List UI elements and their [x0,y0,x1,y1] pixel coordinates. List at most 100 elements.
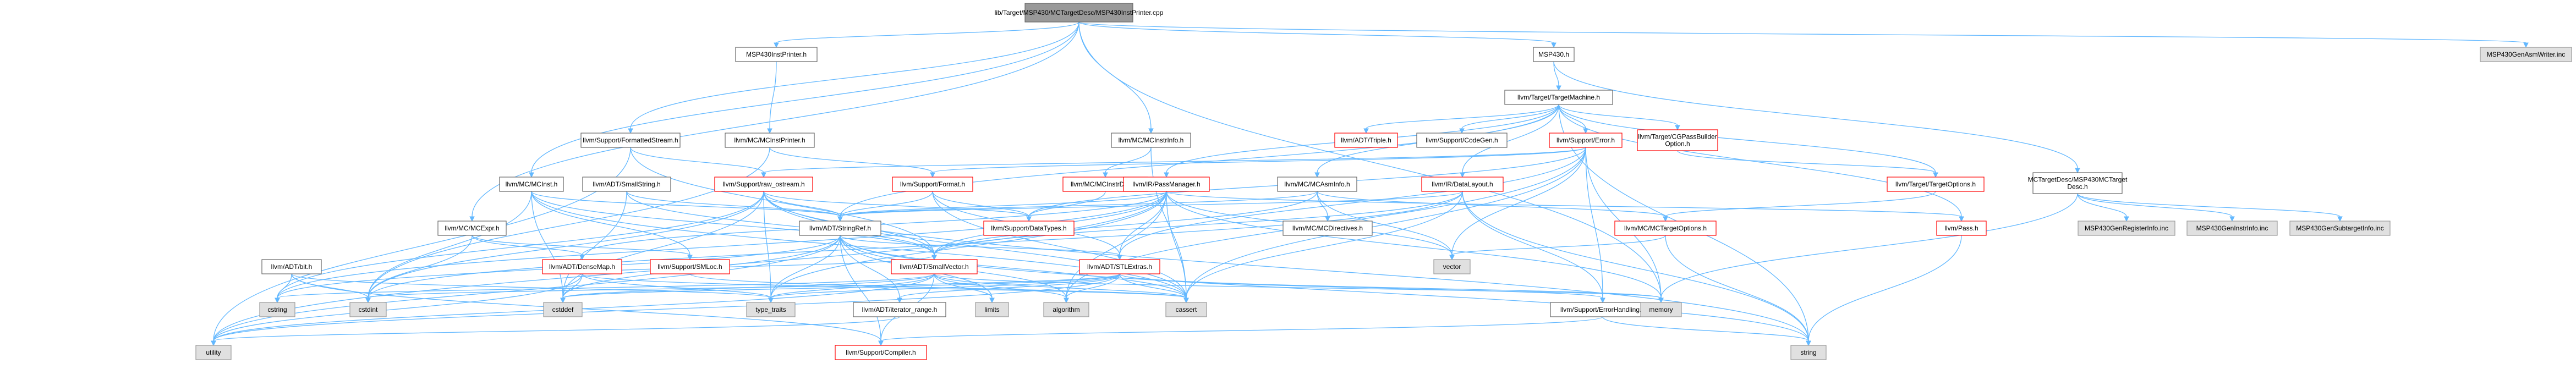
node-mc_mcexpr[interactable]: llvm/MC/MCExpr.h [437,221,507,236]
node-limits[interactable]: limits [975,302,1009,317]
node-label: llvm/MC/MCDirectives.h [1292,224,1363,232]
node-root[interactable]: lib/Target/MSP430/MCTargetDesc/MSP430Ins… [995,3,1164,23]
node-label: string [1800,349,1816,356]
edge-target_machine-to-cgpassbuilder [1558,104,1680,131]
node-raw_ostream[interactable]: llvm/Support/raw_ostream.h [714,177,813,192]
node-label: memory [1649,306,1673,313]
edge-support_format-to-adt_stringref [837,191,933,222]
node-label: Desc.h [2067,183,2087,191]
node-cstdint[interactable]: cstdint [349,302,387,317]
edge-mc_mcexpr-to-support_smloc [472,235,693,261]
node-datatypes[interactable]: llvm/Support/DataTypes.h [983,221,1075,236]
node-compiler[interactable]: llvm/Support/Compiler.h [835,345,927,360]
node-label: llvm/ADT/SmallString.h [593,180,660,188]
node-cassert[interactable]: cassert [1165,302,1207,317]
node-label: llvm/Support/SMLoc.h [657,263,722,271]
node-label: llvm/ADT/DenseMap.h [549,263,615,271]
edge-root-to-msp430_h [1078,21,1556,48]
node-adt_stlextras[interactable]: llvm/ADT/STLExtras.h [1079,259,1160,274]
node-label: MSP430GenAsmWriter.inc [2487,51,2566,58]
node-layer: lib/Target/MSP430/MCTargetDesc/MSP430Ins… [195,3,2572,360]
node-label: lib/Target/MSP430/MCTargetDesc/MSP430Ins… [995,9,1164,16]
node-label: limits [984,306,999,313]
edge-ir_passmanager-to-memory [1166,191,1664,304]
edge-support_error-to-vector [1449,147,1586,261]
node-subtargetinfo_inc[interactable]: MSP430GenSubtargetInfo.inc [2289,221,2391,236]
node-utility[interactable]: utility [195,345,232,360]
node-label: llvm/Target/TargetMachine.h [1517,93,1600,101]
node-mc_mcinst[interactable]: llvm/MC/MCInst.h [499,177,564,192]
node-error_handling[interactable]: llvm/Support/ErrorHandling.h [1550,302,1656,317]
node-mc_targetoptions[interactable]: llvm/MC/MCTargetOptions.h [1614,221,1717,236]
node-pass_h[interactable]: llvm/Pass.h [1936,221,1987,236]
node-label: type_traits [755,306,786,313]
edge-ir_passmanager-to-pass_h [1166,191,1964,222]
edge-adt_stlextras-to-type_traits [768,273,1120,304]
node-support_error[interactable]: llvm/Support/Error.h [1549,133,1623,148]
node-string[interactable]: string [1790,345,1827,360]
edge-raw_ostream-to-cstddef [560,191,764,304]
node-mc_instrinfo[interactable]: llvm/MC/MCInstrInfo.h [1111,133,1191,148]
edge-mc_targetoptions-to-vector [1449,235,1666,261]
node-adt_triple[interactable]: llvm/ADT/Triple.h [1334,133,1398,148]
node-ir_datalayout[interactable]: llvm/IR/DataLayout.h [1421,177,1504,192]
node-vector[interactable]: vector [1433,259,1471,274]
node-label: llvm/MC/MCAsmInfo.h [1284,180,1350,188]
edge-adt_stringref-to-adt_stlextras [840,235,1122,261]
node-adt_densemap[interactable]: llvm/ADT/DenseMap.h [542,259,622,274]
node-label: cstddef [552,306,574,313]
edge-mc_mcinst-to-adt_stringref [531,191,843,222]
edge-adt_stlextras-to-memory [1119,273,1664,304]
node-label: algorithm [1053,306,1079,313]
node-target_options[interactable]: llvm/Target/TargetOptions.h [1887,177,1985,192]
node-memory[interactable]: memory [1640,302,1682,317]
node-msp430_h[interactable]: MSP430.h [1533,47,1575,62]
node-cstddef[interactable]: cstddef [543,302,583,317]
edge-mctargetdesc-to-subtargetinfo_inc [2077,193,2343,222]
node-label: llvm/MC/MCInstrInfo.h [1119,136,1184,144]
node-label: llvm/ADT/SmallVector.h [900,263,968,271]
node-adt_bit[interactable]: llvm/ADT/bit.h [261,259,322,274]
node-adt_smallstring[interactable]: llvm/ADT/SmallString.h [582,177,671,192]
node-label: llvm/Pass.h [1944,224,1978,232]
node-asmwriter_inc[interactable]: MSP430GenAsmWriter.inc [2480,47,2572,62]
edge-adt_smallvector-to-cstddef [560,273,935,304]
edge-mctargetdesc-to-registerinfo_inc [2077,193,2129,222]
node-mc_asminfo[interactable]: llvm/MC/MCAsmInfo.h [1277,177,1357,192]
node-iterator_range[interactable]: llvm/ADT/iterator_range.h [853,302,946,317]
edge-ir_datalayout-to-error_handling [1462,191,1605,304]
node-label: llvm/MC/MCInstPrinter.h [734,136,805,144]
edge-mc_mcexpr-to-adt_densemap [472,235,585,261]
node-label: llvm/MC/MCInstrDesc.h [1071,180,1140,188]
node-instrinfo_inc[interactable]: MSP430GenInstrInfo.inc [2186,221,2278,236]
edge-adt_stlextras-to-cstddef [560,273,1120,304]
node-support_format[interactable]: llvm/Support/Format.h [892,177,973,192]
node-label: vector [1443,263,1461,271]
edge-pass_h-to-string [1806,235,1962,346]
edge-root-to-instprinter_h [774,21,1079,48]
node-codegen[interactable]: llvm/Support/CodeGen.h [1416,133,1508,148]
node-algorithm[interactable]: algorithm [1043,302,1089,317]
node-type_traits[interactable]: type_traits [746,302,796,317]
node-label: MSP430GenRegisterInfo.inc [2085,224,2168,232]
node-label: MSP430.h [1538,51,1569,58]
node-mc_instprinter[interactable]: llvm/MC/MCInstPrinter.h [725,133,815,148]
node-ir_passmanager[interactable]: llvm/IR/PassManager.h [1123,177,1210,192]
node-adt_smallvector[interactable]: llvm/ADT/SmallVector.h [891,259,978,274]
edge-adt_stlextras-to-algorithm [1064,273,1120,304]
node-support_smloc[interactable]: llvm/Support/SMLoc.h [650,259,730,274]
edge-mctargetdesc-to-instrinfo_inc [2077,193,2235,222]
node-formatted_stream[interactable]: llvm/Support/FormattedStream.h [580,133,681,148]
node-label: llvm/Support/DataTypes.h [991,224,1066,232]
node-label: llvm/Support/Compiler.h [846,349,916,356]
edge-root-to-mc_mcinst [529,21,1079,178]
node-cstring[interactable]: cstring [259,302,295,317]
node-target_machine[interactable]: llvm/Target/TargetMachine.h [1504,90,1613,105]
node-registerinfo_inc[interactable]: MSP430GenRegisterInfo.inc [2078,221,2175,236]
node-adt_stringref[interactable]: llvm/ADT/StringRef.h [799,221,881,236]
node-mc_directives[interactable]: llvm/MC/MCDirectives.h [1282,221,1373,236]
node-instprinter_h[interactable]: MSP430InstPrinter.h [735,47,818,62]
